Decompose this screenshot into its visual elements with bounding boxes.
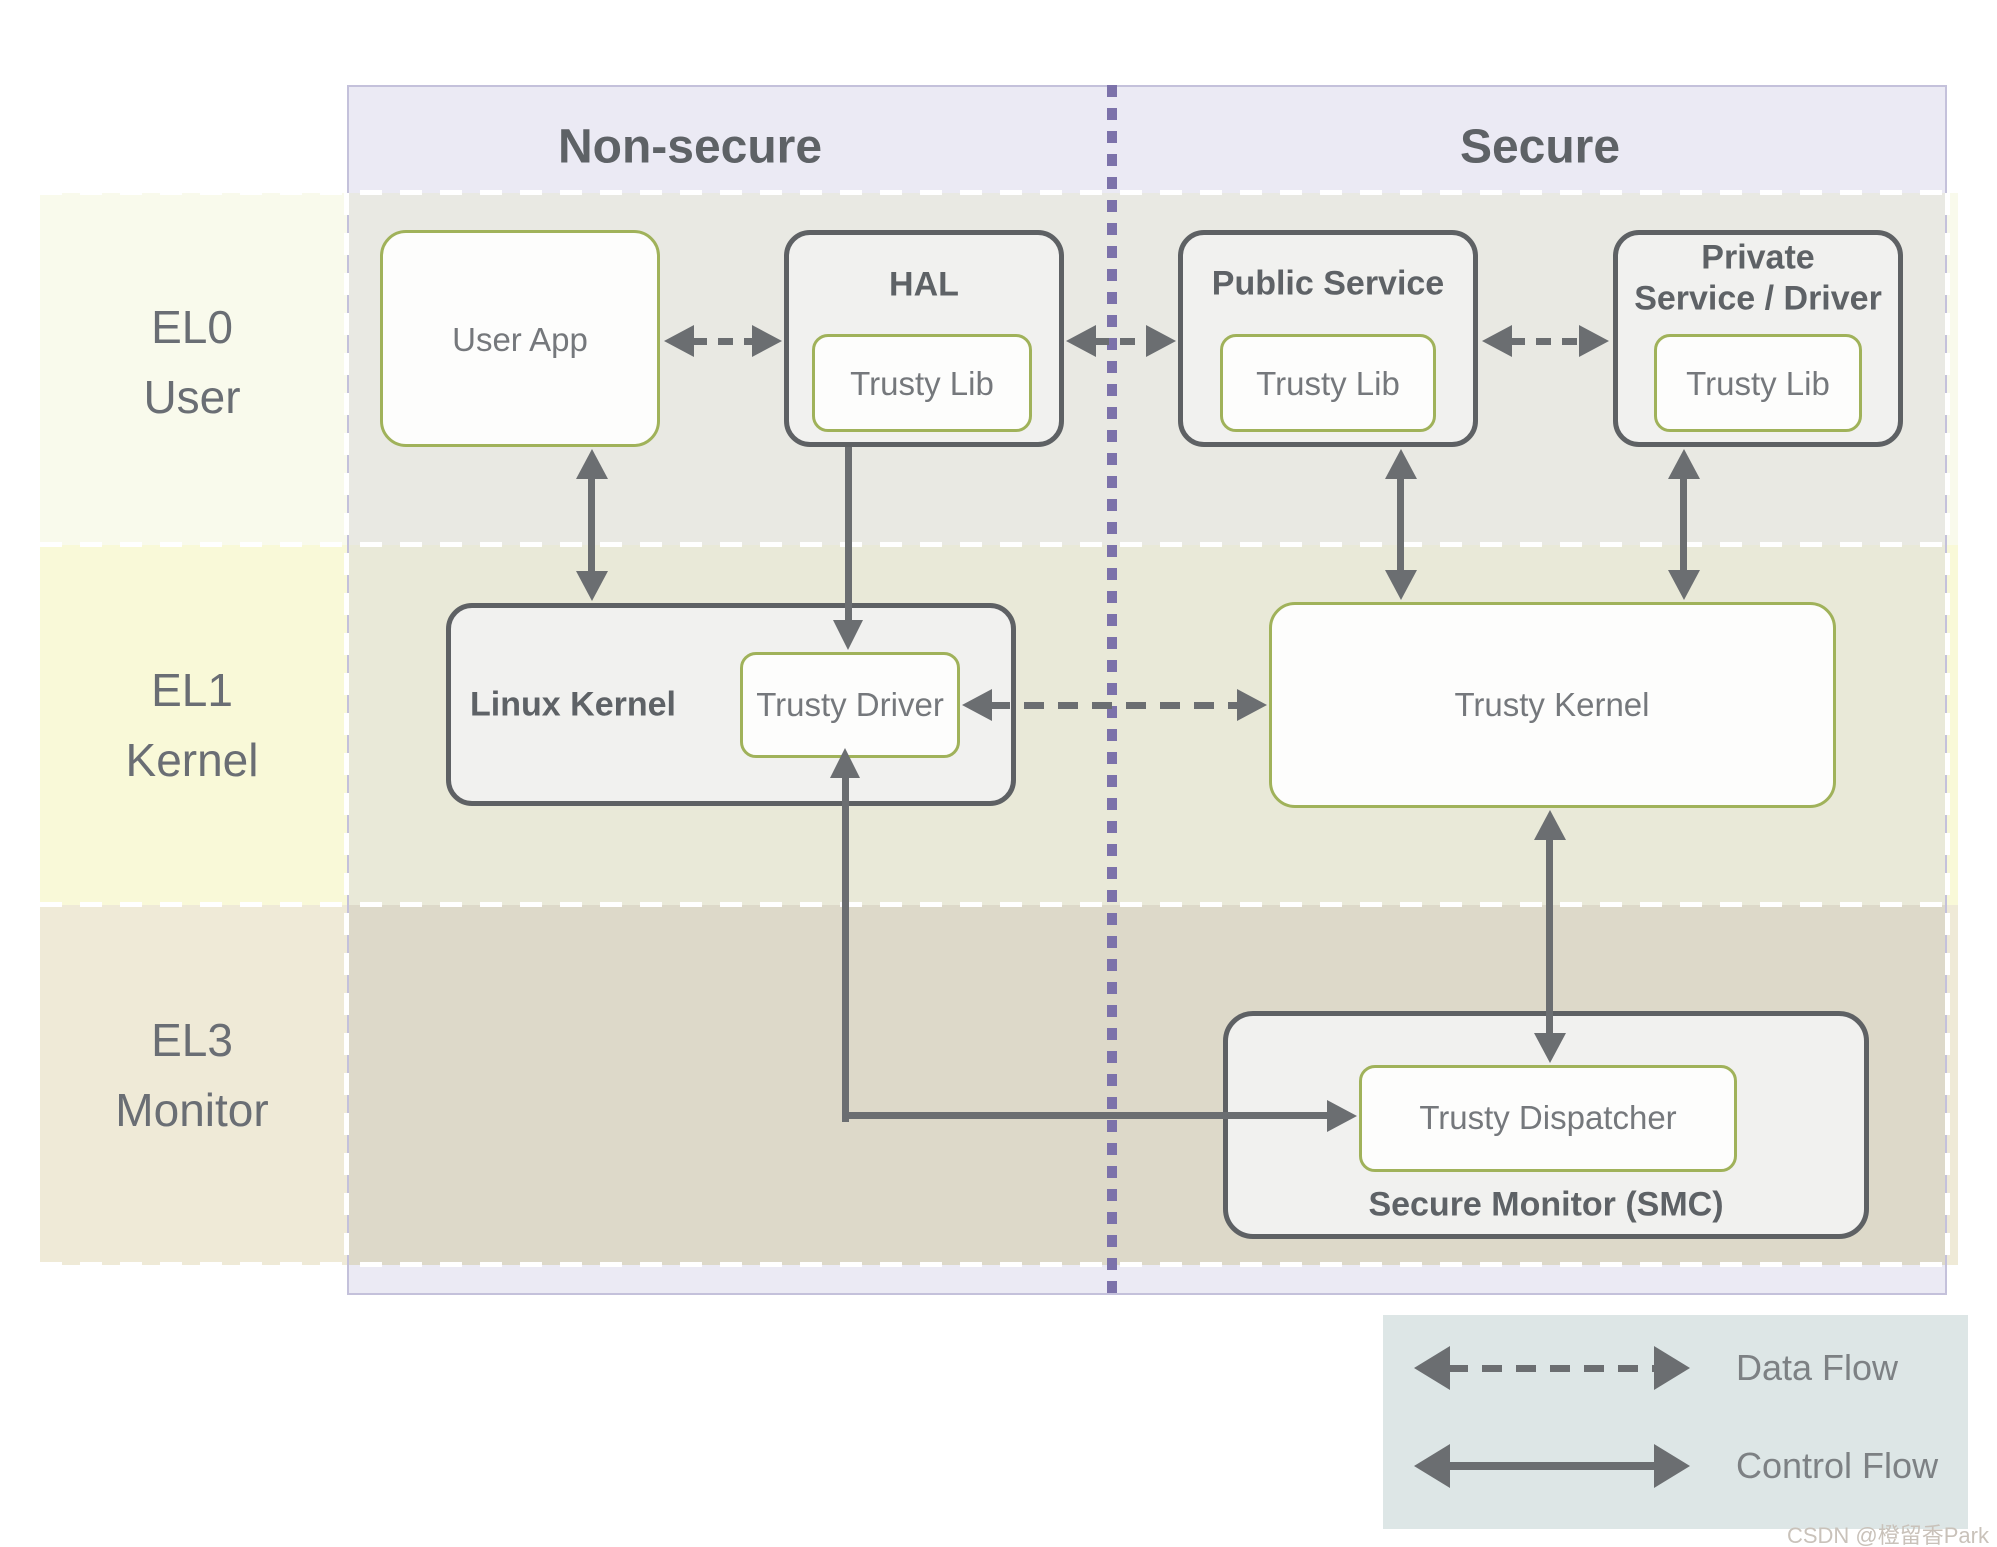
legend-data-flow-label: Data Flow <box>1736 1347 1899 1388</box>
column-separator-right <box>1945 193 1950 1265</box>
arrowhead <box>1654 1346 1690 1390</box>
arrowhead <box>962 689 992 721</box>
legend-data-flow-arrow <box>1414 1346 1690 1390</box>
arrowhead <box>1654 1444 1690 1488</box>
arrow-line <box>842 1112 1327 1119</box>
legend-control-flow-arrow <box>1414 1444 1690 1488</box>
header-secure: Secure <box>1459 120 1621 174</box>
arrow-line <box>845 447 852 627</box>
arrow-line <box>990 702 1239 709</box>
box-secure-monitor-title: Secure Monitor (SMC) <box>1368 1185 1724 1224</box>
row-separator <box>40 542 1958 547</box>
arrow-trustykernel-dispatcher-controlflow <box>1534 810 1566 1063</box>
arrow-private-trustykernel-controlflow <box>1668 449 1700 600</box>
watermark: CSDN @橙留香Park <box>1786 1523 1989 1547</box>
arrow-hal-trustydriver-controlflow <box>833 447 864 650</box>
arrowhead <box>1414 1346 1450 1390</box>
header-non-secure: Non-secure <box>557 120 823 174</box>
row-label-el3-sub: Monitor <box>115 1084 269 1136</box>
secure-divider-dotted-line <box>1107 85 1117 1295</box>
arrow-line <box>692 338 754 345</box>
box-trusty-dispatcher <box>1359 1065 1737 1172</box>
box-public-service-title: Public Service <box>1211 264 1445 303</box>
arrow-userapp-hal-dataflow <box>664 325 782 357</box>
arrowhead <box>1237 689 1267 721</box>
arrowhead <box>1146 325 1176 357</box>
box-public-trusty-lib-label: Trusty Lib <box>1256 365 1400 402</box>
arrowhead <box>830 748 860 778</box>
box-trusty-dispatcher-label: Trusty Dispatcher <box>1419 1099 1677 1136</box>
box-hal-title: HAL <box>889 265 959 304</box>
arrowhead <box>1579 325 1609 357</box>
arrowhead <box>664 325 694 357</box>
row-separator <box>40 902 1958 907</box>
arrowhead <box>1327 1100 1357 1132</box>
box-private-service-title-line1: Private <box>1701 238 1815 277</box>
arrow-line <box>1510 338 1581 345</box>
arrow-line <box>1094 338 1148 345</box>
arrowhead <box>1066 325 1096 357</box>
arrowhead <box>752 325 782 357</box>
arrow-line <box>1546 828 1553 1045</box>
box-trusty-driver-label: Trusty Driver <box>756 686 944 723</box>
box-private-trusty-lib <box>1654 334 1862 432</box>
box-public-trusty-lib <box>1220 334 1436 432</box>
arrow-line <box>1680 467 1687 582</box>
box-private-service-title-line2: Service / Driver <box>1634 279 1882 318</box>
box-trusty-kernel <box>1269 602 1836 808</box>
row-label-el3: EL3 <box>151 1014 233 1066</box>
box-trusty-kernel-label: Trusty Kernel <box>1454 686 1650 723</box>
box-private-trusty-lib-label: Trusty Lib <box>1686 365 1830 402</box>
row-label-el0: EL0 <box>151 301 233 353</box>
arrow-line <box>1444 1462 1660 1470</box>
box-hal-trusty-lib-label: Trusty Lib <box>850 365 994 402</box>
arrow-line <box>1397 467 1404 582</box>
box-user-app-label: User App <box>452 321 588 358</box>
column-separator-left <box>344 193 349 1265</box>
arrow-driver-trustykernel-dataflow <box>962 689 1267 721</box>
box-hal-trusty-lib <box>812 334 1032 432</box>
arrow-trustydriver-dispatcher-controlflow <box>830 748 1357 1132</box>
row-label-el0-sub: User <box>143 371 241 423</box>
arrow-public-trustykernel-controlflow <box>1385 449 1417 600</box>
arrowhead <box>1482 325 1512 357</box>
box-trusty-driver <box>740 652 960 758</box>
box-linux-kernel-title: Linux Kernel <box>470 685 676 724</box>
arrow-line <box>842 774 849 1122</box>
arrow-line <box>1448 1365 1656 1372</box>
row-label-el1-sub: Kernel <box>125 734 259 786</box>
arrow-hal-public-dataflow <box>1066 325 1176 357</box>
arrow-userapp-linuxkernel-controlflow <box>576 449 608 601</box>
arrow-line <box>588 467 595 583</box>
row-separator <box>40 190 1958 195</box>
row-label-el1: EL1 <box>151 664 233 716</box>
arrowhead <box>833 620 863 650</box>
arrow-public-private-dataflow <box>1482 325 1609 357</box>
box-user-app <box>380 230 660 447</box>
row-separator <box>40 1262 1958 1267</box>
legend-control-flow-label: Control Flow <box>1736 1445 1939 1486</box>
